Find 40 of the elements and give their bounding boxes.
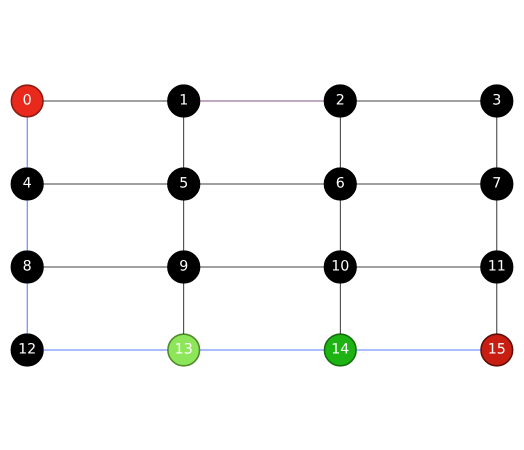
connector — [496, 282, 498, 334]
connector — [199, 266, 325, 267]
node-circle: 3 — [480, 84, 514, 118]
node-circle: 4 — [10, 166, 44, 200]
connector — [340, 282, 341, 334]
connector — [183, 282, 184, 334]
connector — [26, 199, 28, 251]
node-circle: 2 — [324, 84, 357, 118]
connector — [183, 199, 184, 251]
connector — [199, 349, 325, 350]
node-circle: 1 — [167, 84, 200, 118]
connector — [26, 282, 28, 334]
node-circle: 10 — [324, 250, 357, 284]
node-circle: 5 — [167, 166, 200, 200]
node-circle: 7 — [480, 166, 514, 200]
connector — [496, 116, 498, 168]
connector — [42, 349, 168, 350]
connector — [356, 183, 482, 184]
connector — [356, 349, 482, 350]
node-circle: 13 — [167, 332, 200, 366]
connector — [356, 266, 482, 267]
node-circle: 6 — [324, 166, 357, 200]
connector — [340, 116, 341, 168]
connector — [356, 100, 482, 101]
node-circle: 15 — [480, 332, 514, 366]
node-circle: 11 — [480, 250, 514, 284]
node-circle: 14 — [324, 332, 357, 366]
node-circle: 9 — [167, 250, 200, 284]
connector — [42, 183, 168, 184]
node-circle: 12 — [10, 332, 44, 366]
node-circle: 8 — [10, 250, 44, 284]
connector — [183, 116, 184, 168]
connector — [199, 183, 325, 184]
connector — [42, 266, 168, 267]
connector — [340, 199, 341, 251]
node-circle: 0 — [10, 84, 44, 118]
connector — [26, 116, 28, 168]
connector — [42, 100, 168, 101]
connector — [496, 199, 498, 251]
connector — [199, 100, 325, 101]
